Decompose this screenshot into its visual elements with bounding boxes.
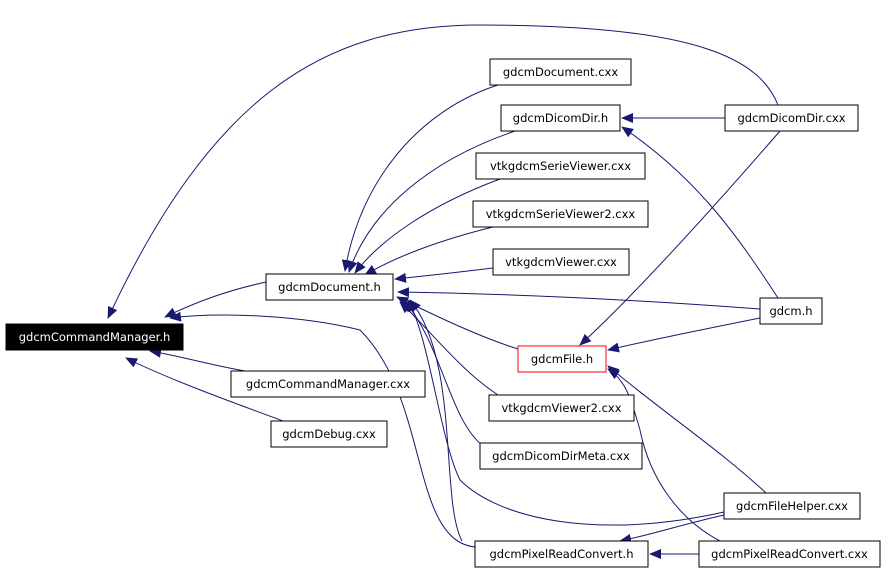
node-box xyxy=(270,420,388,448)
node-box xyxy=(759,297,823,325)
node-label: gdcmPixelReadConvert.cxx xyxy=(711,547,868,561)
node-label: gdcmCommandManager.cxx xyxy=(246,377,410,391)
edge-filehelper-cxx-to-file-h xyxy=(607,365,767,494)
node-box xyxy=(230,370,426,398)
node-box xyxy=(265,273,394,301)
node-box xyxy=(698,540,881,568)
node-vtkgdcmviewer2-cxx[interactable]: vtkgdcmViewer2.cxx xyxy=(488,394,635,422)
node-vtkgdcmserieviewer-cxx[interactable]: vtkgdcmSerieViewer.cxx xyxy=(475,152,646,180)
edge-pixelreadconvert-h-to-root xyxy=(169,311,476,548)
edge-dicomdir-cxx-to-file-h xyxy=(579,130,781,346)
node-label: gdcmDebug.cxx xyxy=(282,427,376,441)
node-label: vtkgdcmViewer2.cxx xyxy=(501,401,621,415)
node-label: vtkgdcmSerieViewer2.cxx xyxy=(486,207,636,221)
node-label: gdcmDicomDir.h xyxy=(513,111,608,125)
node-box xyxy=(488,394,635,422)
node-label: vtkgdcmSerieViewer.cxx xyxy=(490,159,631,173)
edge-gdcm-h-to-file-h xyxy=(607,317,761,353)
node-gdcmdocument-cxx[interactable]: gdcmDocument.cxx xyxy=(489,58,632,86)
node-gdcmdocument-h[interactable]: gdcmDocument.h xyxy=(265,273,394,301)
edge-serieviewer-cxx-to-document-h xyxy=(354,178,501,274)
node-label: gdcmDocument.h xyxy=(278,280,381,294)
node-box xyxy=(500,104,621,132)
node-gdcmcommandmanager-h[interactable]: gdcmCommandManager.h xyxy=(5,323,184,351)
node-box xyxy=(723,492,861,520)
edge-filehelper-cxx-to-pixelreadconvert-h xyxy=(619,514,725,544)
node-vtkgdcmviewer-cxx[interactable]: vtkgdcmViewer.cxx xyxy=(492,248,630,276)
node-label: gdcmFileHelper.cxx xyxy=(736,499,848,513)
node-gdcmpixelreadconvert-h[interactable]: gdcmPixelReadConvert.h xyxy=(474,540,649,568)
edge-dicomdir-h-to-document-h xyxy=(347,130,516,273)
edge-file-h-to-document-h xyxy=(396,296,519,350)
node-label: gdcm.h xyxy=(769,304,812,318)
node-label: gdcmPixelReadConvert.h xyxy=(489,547,633,561)
edge-dicomdir-cxx-to-root xyxy=(107,24,779,319)
node-label: gdcmCommandManager.h xyxy=(19,330,171,344)
node-box xyxy=(489,58,632,86)
edge-document-cxx-to-document-h xyxy=(341,84,499,272)
edge-document-h-to-root xyxy=(164,281,267,318)
edge-serieviewer2-cxx-to-document-h xyxy=(364,226,494,276)
edge-cmdmgr-cxx-to-root xyxy=(149,347,246,372)
edge-filehelper-cxx-to-document-h xyxy=(407,299,725,526)
node-label: gdcmDicomDirMeta.cxx xyxy=(492,449,630,463)
nodes: gdcmCommandManager.h gdcmDocument.cxx gd… xyxy=(5,58,881,568)
node-box xyxy=(724,104,859,132)
node-vtkgdcmserieviewer2-cxx[interactable]: vtkgdcmSerieViewer2.cxx xyxy=(472,200,649,228)
node-gdcmdicomdir-cxx[interactable]: gdcmDicomDir.cxx xyxy=(724,104,859,132)
edge-gdcm-h-to-document-h xyxy=(397,287,761,310)
edge-gdcm-h-to-dicomdir-h xyxy=(621,126,779,299)
edge-debug-cxx-to-root xyxy=(125,357,284,422)
node-gdcmdicomdirmeta-cxx[interactable]: gdcmDicomDirMeta.cxx xyxy=(479,442,643,470)
node-box xyxy=(475,152,646,180)
node-box xyxy=(492,248,630,276)
node-gdcmdebug-cxx[interactable]: gdcmDebug.cxx xyxy=(270,420,388,448)
node-gdcmfile-h[interactable]: gdcmFile.h xyxy=(517,345,607,373)
node-gdcm-h[interactable]: gdcm.h xyxy=(759,297,823,325)
node-gdcmpixelreadconvert-cxx[interactable]: gdcmPixelReadConvert.cxx xyxy=(698,540,881,568)
node-gdcmcommandmanager-cxx[interactable]: gdcmCommandManager.cxx xyxy=(230,370,426,398)
node-label: gdcmDicomDir.cxx xyxy=(737,111,845,125)
edge-viewer-cxx-to-document-h xyxy=(394,267,494,283)
node-gdcmdicomdir-h[interactable]: gdcmDicomDir.h xyxy=(500,104,621,132)
node-gdcmfilehelper-cxx[interactable]: gdcmFileHelper.cxx xyxy=(723,492,861,520)
edges xyxy=(107,24,781,559)
node-box xyxy=(472,200,649,228)
node-box xyxy=(474,540,649,568)
edge-pixelreadconvert-h-to-document-h xyxy=(409,299,463,542)
node-box xyxy=(479,442,643,470)
node-label: gdcmFile.h xyxy=(531,352,593,366)
node-box xyxy=(5,323,184,351)
node-label: vtkgdcmViewer.cxx xyxy=(505,255,617,269)
node-box xyxy=(517,345,607,373)
node-label: gdcmDocument.cxx xyxy=(503,65,618,79)
edge-pixelreadconvert-cxx-to-file-h xyxy=(607,368,721,542)
